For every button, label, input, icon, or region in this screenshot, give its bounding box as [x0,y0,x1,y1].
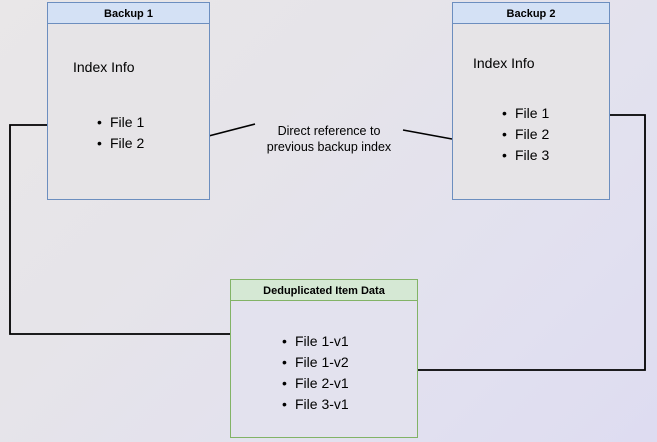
backup2-file-list: File 1 File 2 File 3 [501,103,549,166]
dedup-header: Deduplicated Item Data [231,280,417,301]
backup1-file-item: File 1 [97,112,144,133]
backup1-header: Backup 1 [48,3,209,24]
backup2-file-item: File 2 [502,124,549,145]
edge-backup2-to-annotation [402,129,453,140]
backup2-index-label: Index Info [473,55,535,71]
direct-reference-annotation: Direct reference to previous backup inde… [254,123,404,155]
deduplicated-item-data-box[interactable]: Deduplicated Item Data File 1-v1 File 1-… [230,279,418,438]
backup1-file-item: File 2 [97,133,144,154]
dedup-file-item: File 3-v1 [282,394,349,415]
backup2-file-item: File 1 [502,103,549,124]
dedup-file-item: File 1-v2 [282,352,349,373]
backup1-index-label: Index Info [73,59,135,75]
backup2-box[interactable]: Backup 2 Index Info File 1 File 2 File 3 [452,2,610,200]
backup1-file-list: File 1 File 2 [96,112,144,154]
annotation-line-1: Direct reference to [277,124,381,138]
annotation-line-2: previous backup index [266,140,392,154]
backup2-header: Backup 2 [453,3,609,24]
backup2-file-item: File 3 [502,145,549,166]
dedup-file-list: File 1-v1 File 1-v2 File 2-v1 File 3-v1 [281,331,349,415]
dedup-file-item: File 2-v1 [282,373,349,394]
backup1-box[interactable]: Backup 1 Index Info File 1 File 2 [47,2,210,200]
dedup-file-item: File 1-v1 [282,331,349,352]
